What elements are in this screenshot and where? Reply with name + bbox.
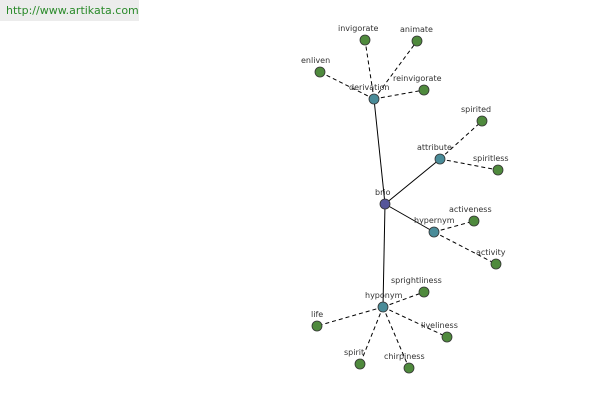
edge-hyponym-sprightliness <box>382 291 425 308</box>
edge-attribute-spiritless <box>439 158 499 171</box>
node-spirit[interactable]: spirit <box>344 348 366 370</box>
node-sprightliness-label: sprightliness <box>391 276 442 285</box>
node-animate[interactable]: animate <box>400 25 433 47</box>
edge-hyponym-spirit <box>359 306 384 365</box>
node-chirpiness-label: chirpiness <box>384 352 425 361</box>
node-sprightliness-dot[interactable] <box>418 286 430 298</box>
edge-hyponym-life <box>316 306 384 327</box>
nodes: invigorate animate enliven reinvigorate deri… <box>301 24 509 374</box>
node-hypernym-dot[interactable] <box>428 226 440 238</box>
node-hyponym[interactable]: hyponym <box>365 291 403 313</box>
node-invigorate[interactable]: invigorate <box>338 24 379 46</box>
node-hypernym[interactable]: hypernym <box>414 216 455 238</box>
site-url-link[interactable]: http://www.artikata.com <box>6 4 139 17</box>
node-derivation[interactable]: derivation <box>349 83 389 105</box>
node-reinvigorate-dot[interactable] <box>418 84 430 96</box>
node-spirit-label: spirit <box>344 348 364 357</box>
node-invigorate-label: invigorate <box>338 24 379 33</box>
edge-derivation-reinvigorate <box>373 89 425 100</box>
node-spiritless[interactable]: spiritless <box>473 154 509 176</box>
edge-derivation-animate <box>373 40 418 100</box>
node-hyponym-label: hyponym <box>365 291 403 300</box>
node-enliven-dot[interactable] <box>314 66 326 78</box>
node-hypernym-label: hypernym <box>414 216 455 225</box>
node-sprightliness[interactable]: sprightliness <box>391 276 442 298</box>
node-enliven[interactable]: enliven <box>301 56 330 78</box>
node-spirited-dot[interactable] <box>476 115 488 127</box>
node-liveliness-dot[interactable] <box>441 331 453 343</box>
node-spiritless-dot[interactable] <box>492 164 504 176</box>
node-spirited[interactable]: spirited <box>461 105 491 127</box>
node-life-label: life <box>311 310 323 319</box>
node-activity-dot[interactable] <box>490 258 502 270</box>
node-attribute-label: attribute <box>417 143 452 152</box>
node-enliven-label: enliven <box>301 56 330 65</box>
node-activity-label: activity <box>476 248 506 257</box>
node-attribute-dot[interactable] <box>434 153 446 165</box>
node-activeness-dot[interactable] <box>468 215 480 227</box>
edge-hyponym-liveliness <box>382 306 448 338</box>
node-animate-dot[interactable] <box>411 35 423 47</box>
edge-hypernym-activity <box>433 231 497 265</box>
node-brio-label: brio <box>375 188 391 197</box>
edge-brio-derivation <box>373 98 386 205</box>
edge-derivation-enliven <box>319 71 375 100</box>
node-derivation-dot[interactable] <box>368 93 380 105</box>
edge-attribute-spirited <box>439 120 483 160</box>
edges <box>316 39 499 369</box>
node-invigorate-dot[interactable] <box>359 34 371 46</box>
node-animate-label: animate <box>400 25 433 34</box>
node-brio[interactable]: brio <box>375 188 391 210</box>
node-chirpiness[interactable]: chirpiness <box>384 352 425 374</box>
node-reinvigorate[interactable]: reinvigorate <box>393 74 442 96</box>
node-spirited-label: spirited <box>461 105 491 114</box>
node-spiritless-label: spiritless <box>473 154 509 163</box>
url-bar: http://www.artikata.com <box>0 0 139 21</box>
node-attribute[interactable]: attribute <box>417 143 452 165</box>
edge-derivation-invigorate <box>364 39 375 100</box>
edge-brio-attribute <box>384 158 441 205</box>
node-brio-dot[interactable] <box>379 198 391 210</box>
node-liveliness-label: liveliness <box>421 321 458 330</box>
node-activeness-label: activeness <box>449 205 492 214</box>
node-activeness[interactable]: activeness <box>449 205 492 227</box>
node-derivation-label: derivation <box>349 83 389 92</box>
node-liveliness[interactable]: liveliness <box>421 321 458 343</box>
node-life-dot[interactable] <box>311 320 323 332</box>
node-spirit-dot[interactable] <box>354 358 366 370</box>
edge-brio-hypernym <box>384 203 435 233</box>
node-reinvigorate-label: reinvigorate <box>393 74 442 83</box>
node-activity[interactable]: activity <box>476 248 506 270</box>
node-chirpiness-dot[interactable] <box>403 362 415 374</box>
edge-brio-hyponym <box>382 203 386 308</box>
node-life[interactable]: life <box>311 310 323 332</box>
node-hyponym-dot[interactable] <box>377 301 389 313</box>
